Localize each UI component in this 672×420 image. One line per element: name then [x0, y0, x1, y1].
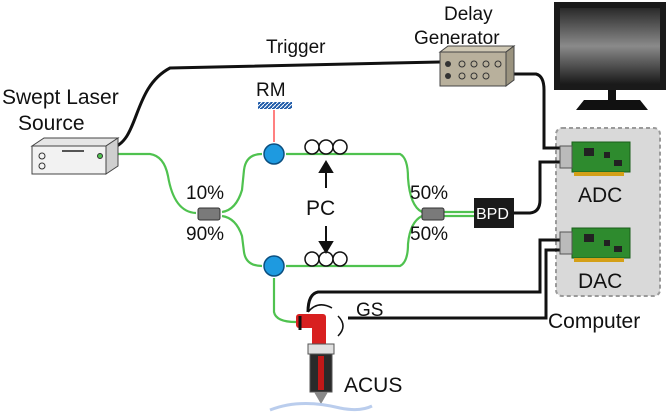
label-pc: PC	[306, 197, 335, 220]
fiber-coupler-top	[221, 152, 263, 214]
circulator-bottom-icon	[263, 255, 285, 277]
adc-board-icon	[559, 141, 631, 176]
dac-cable-2	[348, 248, 560, 320]
pc-coils-bottom	[304, 251, 348, 267]
delay-to-adc-cable	[510, 72, 560, 150]
fiber-coupler-bottom	[221, 214, 263, 268]
pc-arrows	[318, 160, 334, 254]
label-rm: RM	[256, 80, 286, 101]
mouse-sample-icon	[269, 401, 373, 412]
fiber-to-probe	[272, 278, 297, 324]
trigger-cable	[111, 60, 441, 150]
bpd-box	[474, 198, 514, 228]
coupler-right-icon	[421, 207, 445, 221]
monitor-icon	[554, 2, 666, 110]
label-delay: Delay	[444, 4, 493, 25]
fiber-sample-arm	[286, 215, 423, 268]
label-combine-50-top: 50%	[410, 183, 448, 204]
circulator-top-icon	[263, 143, 285, 165]
acus-probe-icon	[307, 343, 335, 404]
label-computer: Computer	[548, 310, 640, 333]
label-swept-laser: Swept Laser	[2, 86, 119, 109]
fiber-ref-arm	[286, 152, 423, 213]
coupler-left-icon	[197, 207, 221, 221]
reference-mirror	[258, 102, 292, 109]
label-acus: ACUS	[344, 374, 402, 397]
label-gs: GS	[356, 300, 383, 321]
pc-coils-top	[304, 139, 348, 155]
label-bpd: BPD	[476, 206, 509, 223]
fiber-coupler-to-bpd	[444, 210, 474, 218]
label-combine-50-bottom: 50%	[410, 224, 448, 245]
delay-generator-box	[438, 45, 516, 87]
fiber-source-to-coupler	[104, 152, 197, 215]
swept-laser-box	[30, 137, 120, 175]
label-split-10: 10%	[186, 183, 224, 204]
label-source: Source	[18, 112, 85, 135]
dac-cable-1	[306, 238, 560, 313]
galvo-scanner-icon	[296, 304, 344, 344]
label-generator: Generator	[414, 28, 500, 49]
bpd-to-adc-cable	[514, 160, 560, 215]
dac-board-icon	[559, 227, 631, 262]
label-split-90: 90%	[186, 224, 224, 245]
label-trigger: Trigger	[266, 37, 326, 58]
label-adc: ADC	[578, 184, 622, 207]
label-dac: DAC	[578, 270, 622, 293]
